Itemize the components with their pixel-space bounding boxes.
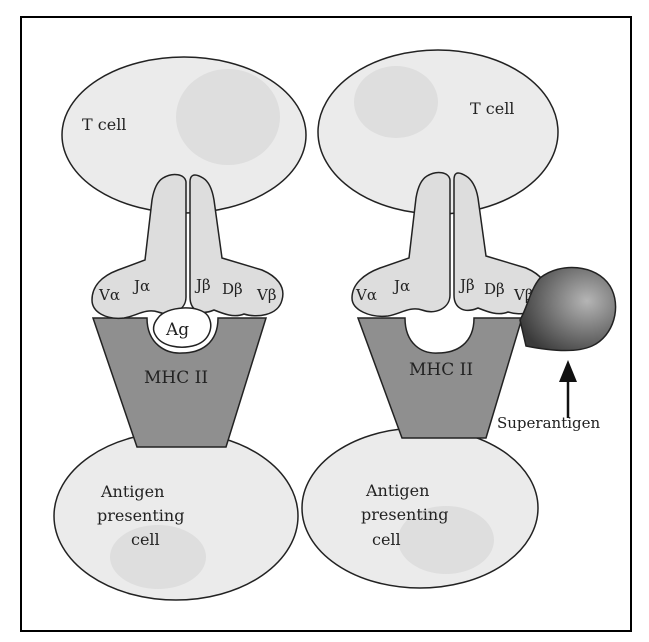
left-t-cell-label: T cell: [82, 115, 126, 134]
right-j-alpha-label: Jα: [392, 277, 410, 295]
right-d-beta-label: Dβ: [484, 280, 505, 298]
left-apc-label-line1: Antigen: [100, 482, 164, 501]
left-v-beta-label: Vβ: [256, 286, 277, 304]
left-j-alpha-label: Jα: [132, 277, 150, 295]
right-apc-label-line2: presenting: [361, 505, 448, 524]
left-antigen-label: Ag: [165, 320, 189, 340]
right-t-cell-label: T cell: [470, 99, 514, 118]
left-v-alpha-label: Vα: [98, 286, 120, 304]
left-apc-label-line3: cell: [131, 530, 160, 549]
right-apc-label-line1: Antigen: [365, 481, 429, 500]
superantigen-label: Superantigen: [497, 414, 600, 432]
right-mhc-label: MHC II: [409, 360, 473, 380]
left-d-beta-label: Dβ: [222, 280, 243, 298]
right-apc-label-line3: cell: [372, 530, 401, 549]
left-j-beta-label: Jβ: [194, 276, 211, 294]
right-t-cell-nucleus: [354, 66, 438, 138]
left-mhc-label: MHC II: [144, 368, 208, 388]
left-apc-label-line2: presenting: [97, 506, 184, 525]
right-j-beta-label: Jβ: [458, 276, 475, 294]
left-t-cell-nucleus: [176, 69, 280, 165]
right-v-alpha-label: Vα: [355, 286, 377, 304]
